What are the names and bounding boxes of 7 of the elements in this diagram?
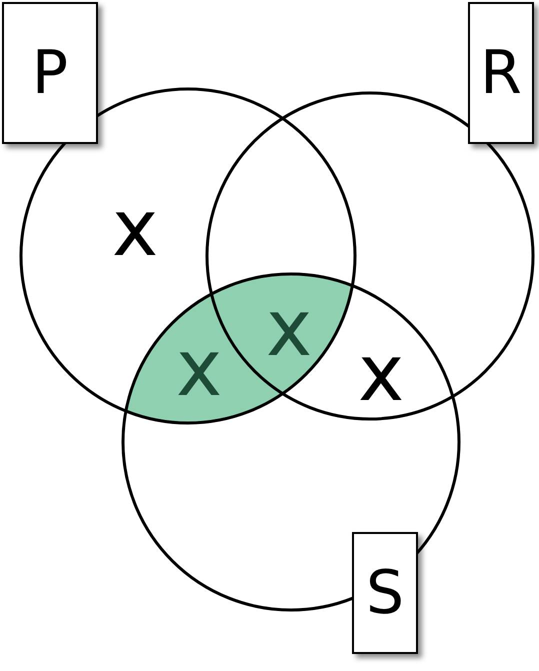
element-mark: x (112, 190, 158, 268)
element-mark: x (358, 335, 404, 413)
set-label: P (2, 2, 98, 144)
set-label: S (352, 532, 418, 654)
element-mark: x (176, 330, 222, 408)
set-label: R (468, 2, 534, 144)
element-mark: x (266, 290, 312, 368)
